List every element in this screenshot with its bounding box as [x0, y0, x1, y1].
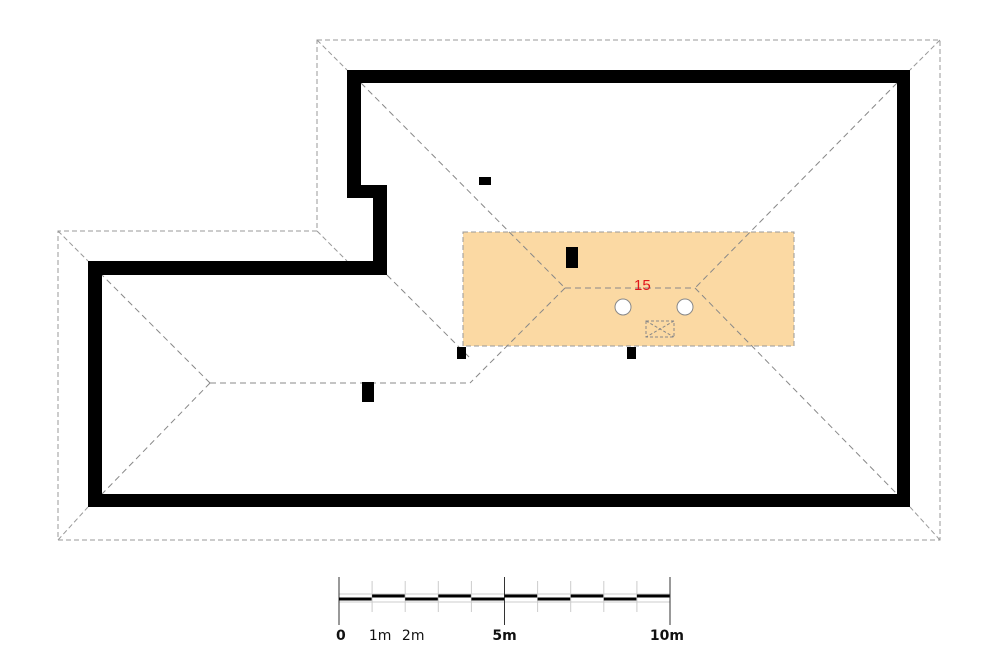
- scale-label: 5m: [492, 628, 516, 644]
- round-skylight: [676, 298, 694, 316]
- scale-label: 10m: [650, 628, 684, 644]
- area-label: 15: [634, 277, 651, 294]
- overhang-corner-line: [909, 39, 941, 71]
- scale-label: 0: [336, 628, 346, 644]
- overhang-corner-line: [57, 230, 89, 262]
- highlighted-room[interactable]: [462, 231, 795, 347]
- roof-hatch-icon: [645, 320, 675, 338]
- vent-block: [479, 177, 491, 185]
- chimney-block: [566, 247, 578, 268]
- overhang-corner-line: [316, 39, 348, 71]
- chimney-block: [362, 382, 374, 402]
- round-skylight: [614, 298, 632, 316]
- roof-hip-lines: [101, 82, 898, 495]
- overhang-corner-line: [57, 506, 89, 541]
- vent-block: [457, 347, 466, 359]
- vent-block: [627, 347, 636, 359]
- overhang-corner-line: [316, 230, 348, 262]
- overhang-corner-line: [909, 506, 941, 541]
- scale-bar: 0 1m 2m 5m 10m: [336, 577, 684, 644]
- scale-label: 2m: [402, 628, 425, 644]
- scale-label: 1m: [369, 628, 392, 644]
